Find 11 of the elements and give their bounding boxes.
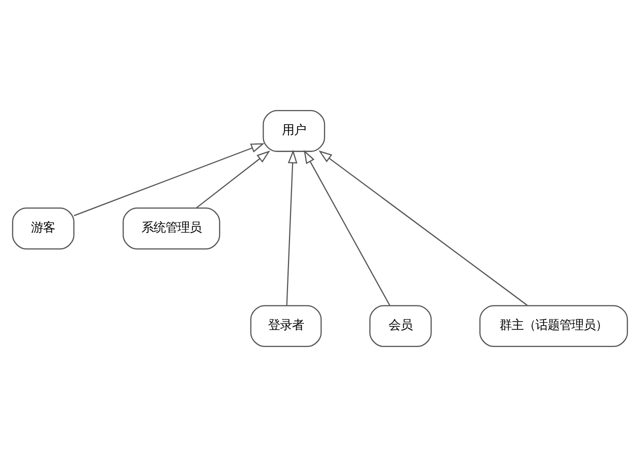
node-box: 游客 bbox=[12, 207, 74, 249]
node-box: 系统管理员 bbox=[122, 207, 220, 249]
node-box: 用户 bbox=[262, 109, 326, 152]
arrow bbox=[196, 150, 270, 208]
node-box: 群主（话题管理员） bbox=[479, 304, 628, 347]
node-box: 登录者 bbox=[250, 304, 322, 347]
arrow bbox=[318, 150, 528, 306]
arrow bbox=[286, 149, 298, 305]
arrow bbox=[304, 149, 390, 306]
node-box: 会员 bbox=[369, 304, 432, 347]
arrow bbox=[74, 142, 265, 216]
